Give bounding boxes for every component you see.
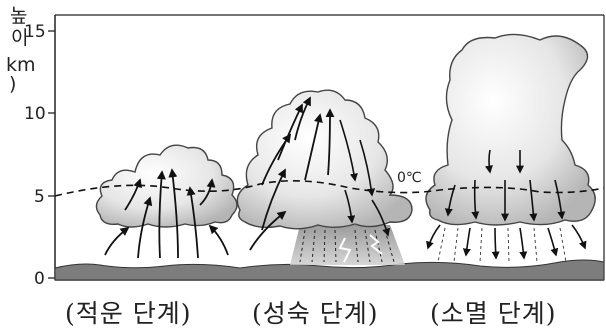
isotherm-label: 0℃ [397,170,422,186]
cumulus-cloud [95,144,238,228]
y-axis-ticks [48,30,55,279]
caption-cumulus-stage: (적운 단계) [65,299,191,328]
dissipating-rain-streaks [437,227,567,263]
mature-cloud [236,89,413,230]
y-axis-unit: km [6,54,36,76]
y-axis-label-char-1: 높 [10,5,27,27]
isotherm-0c-line [54,180,605,197]
tick-label-10: 10 [24,104,46,124]
tick-label-5: 5 [34,187,45,207]
lightning-icon [338,234,383,263]
caption-dissipating-stage: (소멸 단계) [430,299,556,328]
ground-terrain [54,259,605,281]
caption-mature-stage: (성숙 단계) [252,299,378,328]
dissipating-downdraft-arrows [426,149,587,260]
mature-rain-streaks [299,229,395,263]
mature-updraft-arrows [249,96,335,251]
dissipating-cloud [425,33,596,226]
y-axis-label-char-2: 이 [11,27,28,49]
y-axis-paren: ) [9,73,16,95]
cumulus-updraft-arrows [104,168,229,259]
tick-label-15: 15 [24,22,46,42]
mature-rain-shaft [290,225,405,265]
tick-label-0: 0 [34,269,45,289]
